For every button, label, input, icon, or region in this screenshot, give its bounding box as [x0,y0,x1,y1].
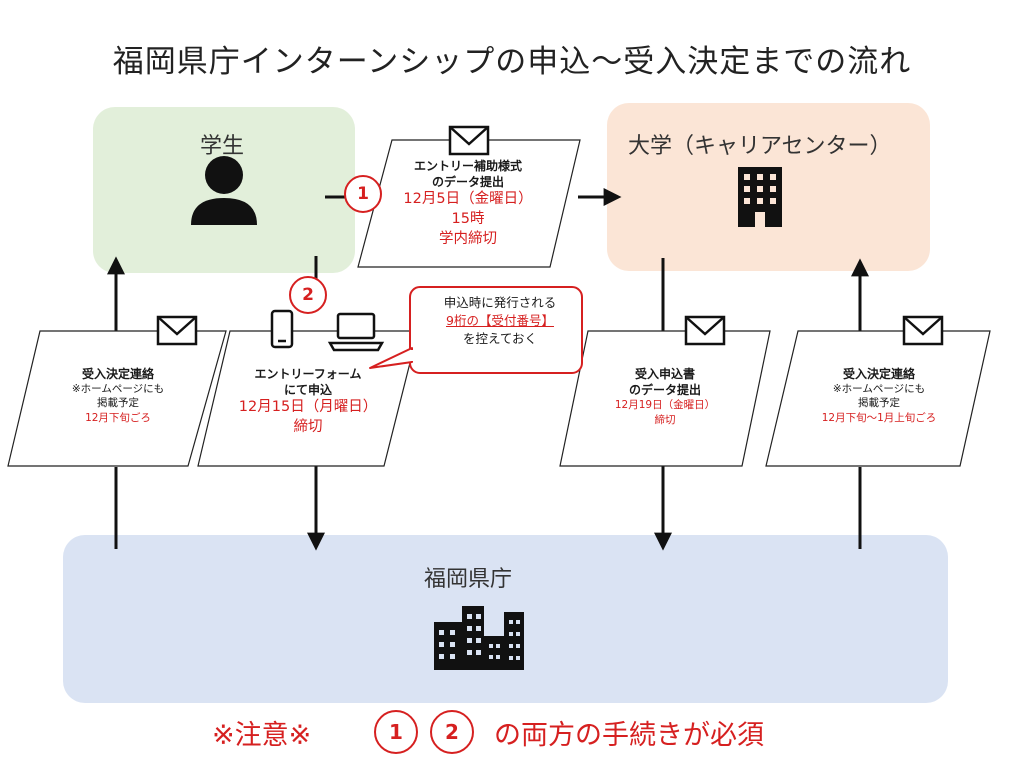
envelope-icon [448,125,490,156]
university-submit-deadline: 締切 [654,413,676,426]
step1-time: 15時 [451,210,485,227]
decision-university-note1: ※ホームページにも [832,383,926,396]
step2-text: エントリーフォーム にて申込 12月15日（月曜日） 締切 [216,366,400,438]
step2-number-badge: 2 [289,276,327,314]
city-buildings-icon [434,606,524,670]
page-title: 福岡県庁インターンシップの申込～受入決定までの流れ [112,44,912,80]
step1-text: エントリー補助様式 のデータ提出 12月5日（金曜日） 15時 学内締切 [380,158,556,249]
footer-note: の両方の手続きが必須 [494,720,764,751]
envelope-icon [156,315,198,346]
decision-student-text: 受入決定連絡 ※ホームページにも 掲載予定 12月下旬ごろ [28,366,208,425]
university-submit-line1: 受入申込書 [634,367,695,381]
university-submit-line2: のデータ提出 [628,383,701,398]
decision-student-note1: ※ホームページにも [71,383,165,396]
step2-date: 12月15日（月曜日） [238,399,378,416]
decision-university-title: 受入決定連絡 [842,367,915,381]
step2-line2: にて申込 [283,383,332,398]
step1-line1: エントリー補助様式 [413,159,522,173]
footer-circle-2: 2 [430,710,474,754]
step1-card [357,139,581,268]
smartphone-icon [270,309,294,349]
step2-line1: エントリーフォーム [254,367,362,381]
decision-student-when: 12月下旬ごろ [85,411,151,424]
building-icon [738,167,782,227]
callout-line3: を控えておく [462,331,537,347]
student-label: 学生 [200,134,245,159]
callout-bubble [369,286,583,374]
envelope-icon [684,315,726,346]
decision-student-note2: 掲載予定 [97,397,139,410]
decision-university-note2: 掲載予定 [858,397,900,410]
step1-line2: のデータ提出 [431,175,504,190]
callout-line2: 9桁の【受付番号】 [446,313,554,329]
footer-circle-1: 1 [374,710,418,754]
step1-deadline: 学内締切 [439,230,497,247]
footer-warning: ※注意※ [212,720,312,751]
decision-student-title: 受入決定連絡 [81,367,154,381]
callout-text: 申込時に発行される 9桁の【受付番号】 を控えておく [420,294,580,348]
prefecture-label: 福岡県庁 [424,567,513,592]
step1-date: 12月5日（金曜日） [403,191,533,208]
callout-line1: 申込時に発行される [443,295,557,310]
decision-university-when: 12月下旬～1月上旬ごろ [821,411,937,424]
step1-number-badge: 1 [344,175,382,213]
laptop-icon [327,312,385,352]
envelope-icon [902,315,944,346]
university-submit-text: 受入申込書 のデータ提出 12月19日（金曜日） 締切 [574,366,756,427]
university-label: 大学（キャリアセンター） [628,134,892,159]
university-submit-date: 12月19日（金曜日） [614,399,716,412]
person-icon [191,156,257,225]
decision-university-text: 受入決定連絡 ※ホームページにも 掲載予定 12月下旬～1月上旬ごろ [782,366,976,425]
step2-deadline: 締切 [293,418,323,435]
